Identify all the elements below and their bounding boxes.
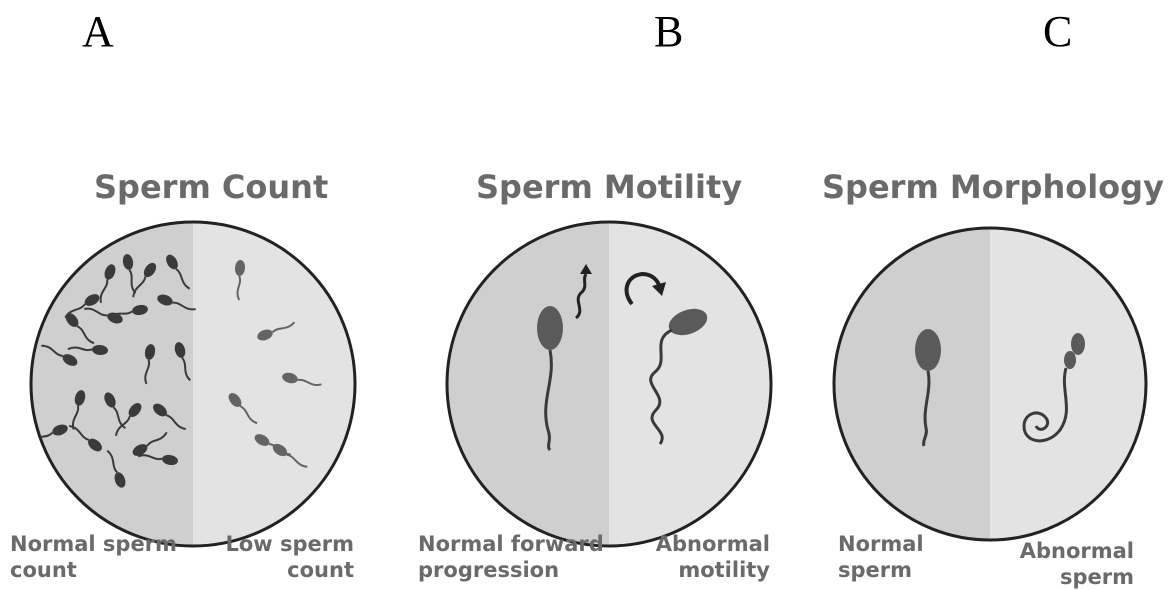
sperm-count-dish xyxy=(28,220,358,550)
caption-normal-sperm: Normal sperm xyxy=(838,531,924,583)
sperm-motility-dish xyxy=(444,220,779,550)
caption-normal-sperm-count: Normal sperm count xyxy=(10,531,177,583)
caption-normal-forward-progression: Normal forward progression xyxy=(418,531,604,583)
sperm-morphology-dish xyxy=(834,226,1150,542)
caption-abnormal-motility: Abnormal motility xyxy=(632,531,770,583)
caption-low-sperm-count: Low sperm count xyxy=(208,531,354,583)
caption-abnormal-sperm: Abnormal sperm xyxy=(1010,538,1134,590)
